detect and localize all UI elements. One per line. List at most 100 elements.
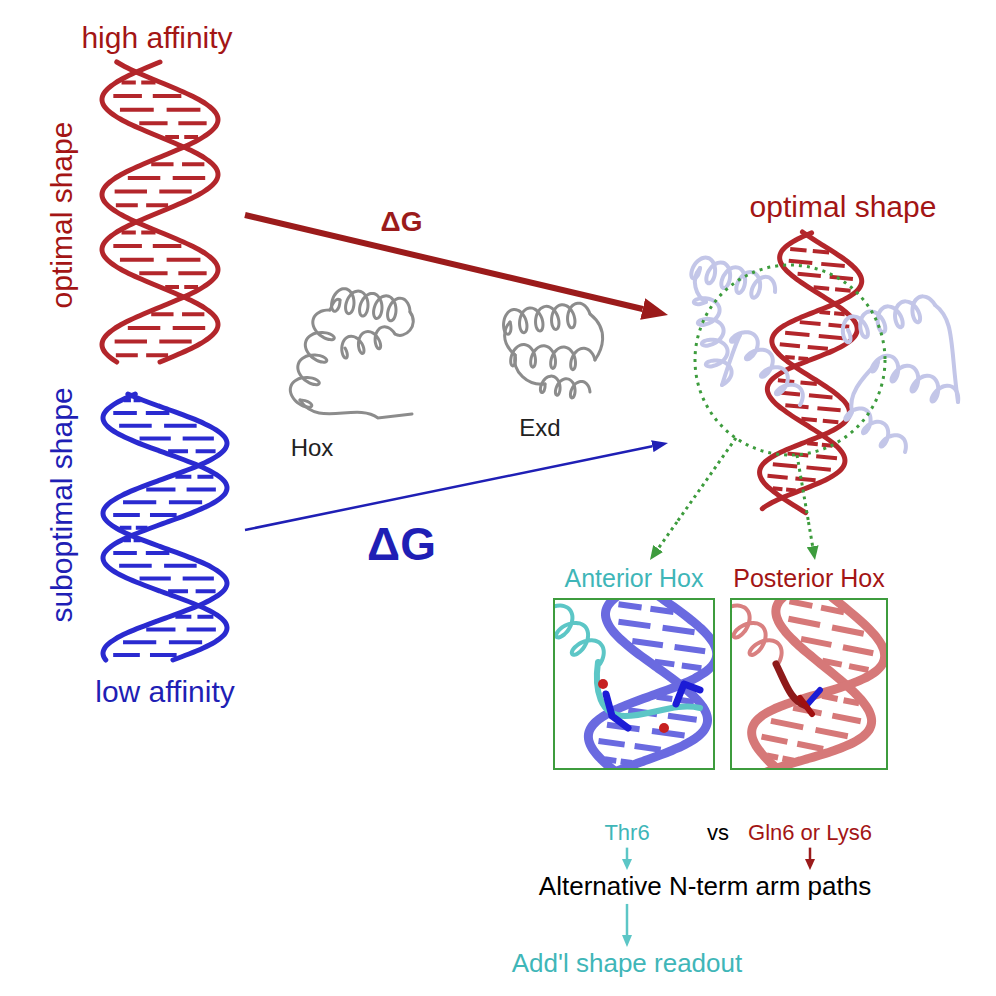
leader-line [797, 455, 809, 522]
vertical-label: optimal shape [47, 122, 77, 309]
protein-loop [722, 335, 740, 385]
protein-loop [300, 400, 412, 418]
dna-helix [103, 394, 227, 660]
node-label: high affinity [81, 23, 232, 53]
residue-label: Gln6 or Lys6 [742, 818, 878, 847]
base-pair [165, 135, 198, 139]
connectors [245, 215, 813, 935]
residue-stick [806, 690, 820, 706]
base-pair [788, 454, 837, 459]
dna-strand [588, 600, 713, 768]
base-pair [116, 353, 168, 357]
residue-stick [676, 684, 700, 704]
base-pair [785, 357, 808, 359]
vertical-label: suboptimal shape [47, 387, 77, 622]
protein-helix [555, 606, 604, 664]
residue-stick [800, 698, 812, 714]
base-pair [771, 721, 848, 736]
dna-strand [752, 600, 885, 768]
hox-protein [290, 289, 413, 418]
base-pair [140, 437, 214, 441]
base-pair [175, 615, 213, 619]
protein-helix [731, 332, 803, 405]
node-label: optimal shape [750, 192, 937, 222]
dna-strand [103, 394, 227, 660]
panel-title: Anterior Hox [553, 560, 715, 596]
base-pair [168, 449, 215, 453]
protein-helix [843, 296, 935, 342]
base-pair [607, 725, 685, 736]
base-pair [113, 411, 169, 415]
base-pair [151, 312, 204, 316]
protein-helix [511, 345, 595, 370]
protein-label: Exd [519, 414, 560, 442]
connector-arrow [626, 904, 629, 935]
protein-loop [395, 312, 413, 335]
base-pair [788, 619, 863, 634]
protein-label: Hox [291, 434, 334, 462]
base-pair [151, 162, 204, 166]
base-pair [767, 476, 815, 480]
base-pair [113, 551, 169, 555]
base-pair [120, 108, 200, 112]
base-pair [123, 640, 202, 644]
dna-strand [102, 62, 218, 362]
bound-proteins [691, 258, 958, 452]
dna-helix [760, 232, 862, 513]
oxygen-atom [659, 723, 669, 733]
base-pair [123, 500, 202, 504]
protein-helix [332, 289, 410, 321]
base-pair [798, 274, 853, 279]
exd-protein [504, 303, 603, 398]
base-pair [618, 622, 694, 633]
base-pair [632, 641, 705, 651]
base-pair [598, 741, 660, 750]
protein-loop [505, 322, 515, 355]
base-pair [119, 564, 196, 568]
dna-helix-node: suboptimal shape low affinity [40, 378, 245, 710]
dna-strand [103, 394, 227, 660]
base-pair [165, 285, 198, 289]
protein-loop [515, 355, 545, 384]
base-pair [785, 405, 840, 410]
focus-circle [695, 265, 885, 455]
base-pair [168, 589, 215, 593]
connector-arrow [809, 848, 812, 859]
connector-arrow [245, 215, 643, 309]
leader-line [677, 438, 736, 522]
base-pair [146, 487, 216, 491]
base-pair [780, 344, 828, 348]
node-label: Add'l shape readout [512, 949, 742, 979]
panel-title: Posterior Hox [730, 560, 888, 596]
base-pair [801, 419, 838, 422]
base-pair [113, 513, 176, 517]
base-pair [807, 443, 832, 445]
dna-helix [588, 600, 713, 768]
base-pair [119, 424, 196, 428]
connector-arrow [809, 522, 813, 546]
oxygen-atom [598, 679, 608, 689]
edge-label: ΔG [367, 521, 436, 567]
protein-helix [290, 310, 334, 407]
base-pair [773, 488, 796, 490]
base-pair [139, 271, 206, 275]
protein-helix [691, 258, 775, 298]
base-pair [778, 380, 817, 384]
dna-helix [102, 62, 218, 362]
dna-strand [102, 62, 218, 362]
protein-helix [342, 327, 395, 358]
protein-loop [851, 362, 878, 412]
comparison-label: vs [707, 820, 729, 845]
base-pair [819, 312, 844, 314]
base-pair [762, 737, 824, 749]
inset-frame [730, 598, 888, 770]
base-pair [122, 230, 156, 234]
protein-loop [590, 314, 603, 360]
node-label: Gln6 or Lys6 [748, 820, 872, 845]
node-label: low affinity [95, 677, 235, 707]
inset-panel: Anterior Hox [553, 560, 715, 770]
anterior-helix-art [555, 606, 604, 664]
